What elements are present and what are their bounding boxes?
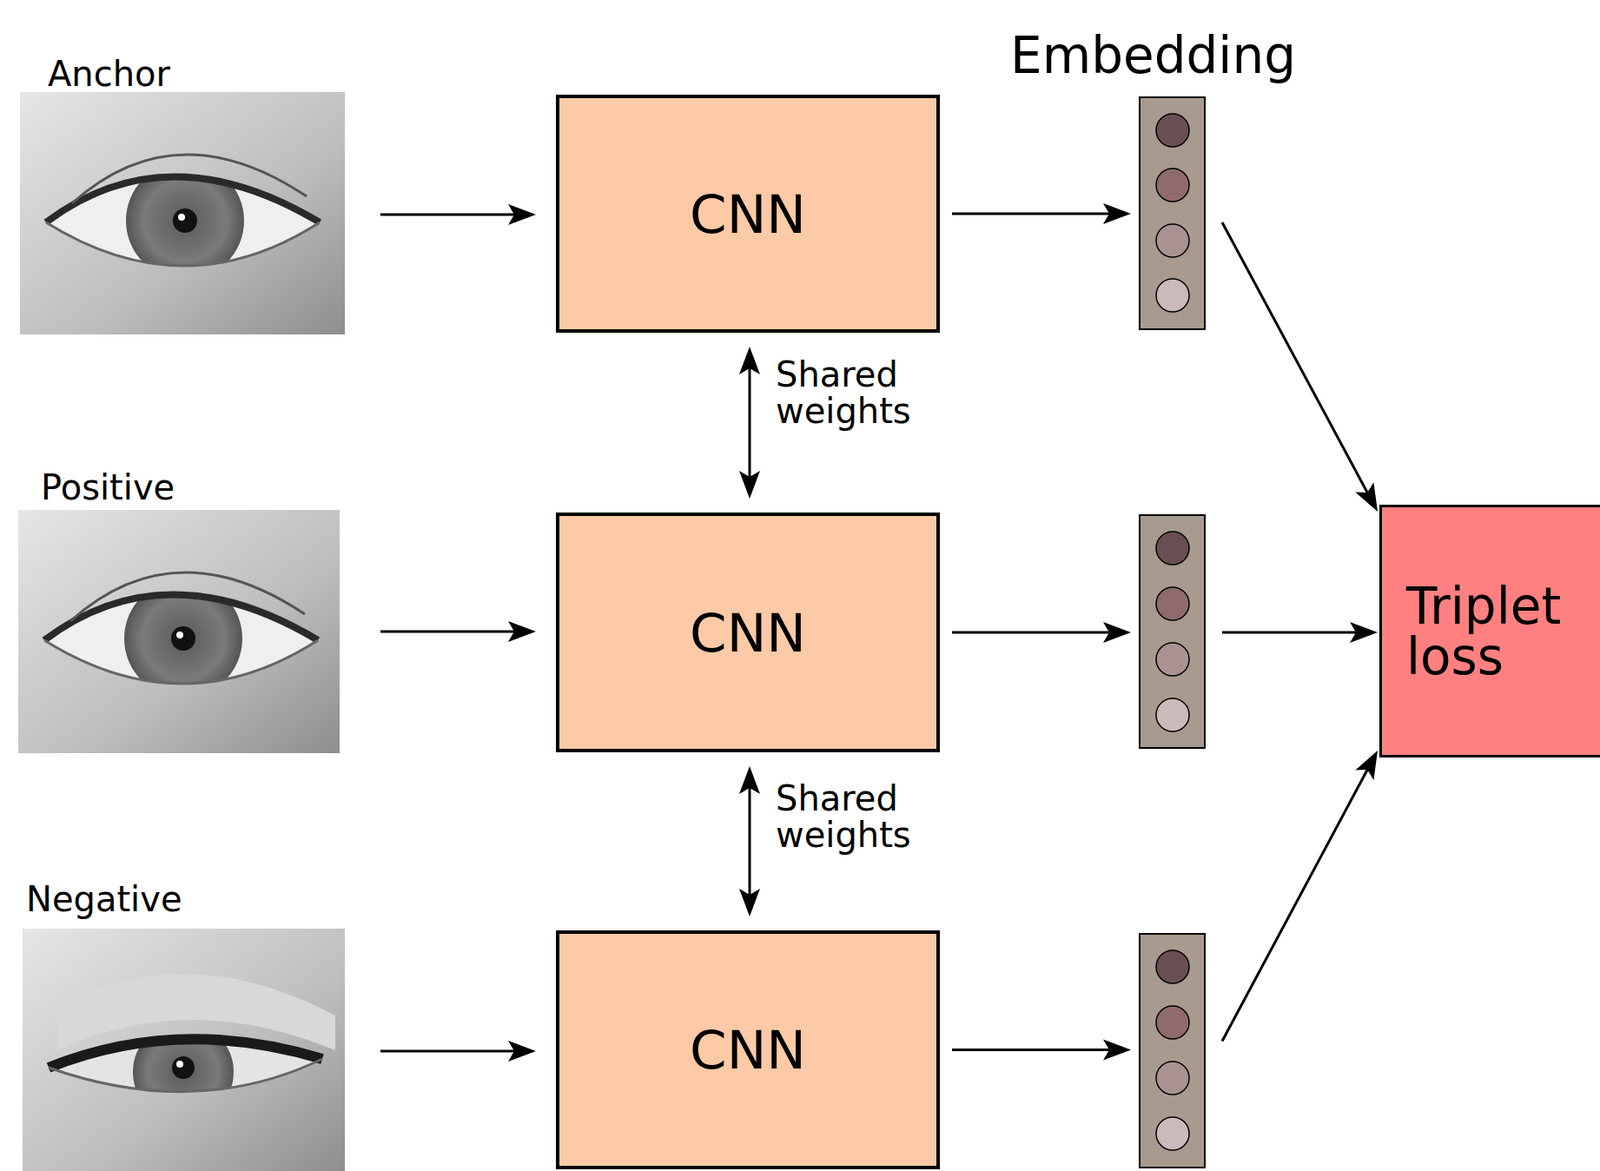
positive-eye-image: [18, 509, 340, 754]
negative-eye-image: [22, 928, 345, 1171]
connector-line: [1222, 631, 1356, 635]
vector-cell: [1156, 642, 1190, 676]
node-text: Triplet loss: [1406, 581, 1594, 682]
upper-lid: [48, 1038, 323, 1068]
vector-cell: [1156, 1061, 1190, 1095]
vector-cell: [1156, 698, 1190, 732]
arrowhead: [508, 621, 536, 642]
upper-lid: [46, 177, 320, 224]
crease: [70, 572, 305, 622]
upper-lid: [44, 595, 318, 642]
arrowhead: [739, 888, 761, 917]
node-text: CNN: [689, 187, 807, 241]
connector-line: [748, 787, 752, 895]
vector-cell: [1156, 1005, 1190, 1039]
pupil: [172, 208, 198, 233]
arrowhead: [1355, 482, 1378, 512]
vector-cell: [1156, 278, 1190, 312]
connector: [739, 766, 761, 917]
photo-ground: [19, 92, 345, 335]
photo-ground: [18, 509, 340, 754]
vector-cell: [1156, 113, 1190, 147]
input-arrow: [380, 630, 515, 634]
loss-box: Triplet loss: [1379, 504, 1600, 758]
edge-label: Shared weights: [775, 356, 950, 430]
vector-cell: [1156, 1117, 1190, 1151]
node-text: CNN: [689, 1023, 807, 1077]
connector-line: [1222, 222, 1368, 493]
input-label: Negative: [26, 879, 183, 920]
arrowhead: [1355, 750, 1378, 781]
embedding-vector: [1139, 933, 1205, 1168]
embedding-vector: [1139, 97, 1205, 330]
input-label: Positive: [40, 467, 175, 508]
input-arrows: [380, 204, 536, 1062]
arrowhead: [739, 346, 761, 375]
photo-ground: [22, 928, 345, 1171]
cnn-box: CNN: [555, 94, 940, 333]
highlight: [176, 1060, 184, 1068]
vector-cell: [1156, 950, 1190, 984]
connector-line: [952, 212, 1110, 216]
crease: [72, 154, 307, 204]
vector-frame: [1139, 933, 1205, 1168]
arrowhead: [508, 1040, 536, 1062]
arrowhead: [508, 204, 536, 225]
vector-cell: [1156, 224, 1190, 258]
embedding-label: Embedding: [1010, 26, 1296, 86]
vector-frame: [1139, 97, 1205, 330]
arrowhead: [1103, 621, 1131, 643]
arrowhead: [1103, 1039, 1131, 1061]
cnn-box: CNN: [555, 930, 940, 1170]
edge-label: Shared weights: [775, 780, 950, 853]
arrowhead: [1103, 203, 1131, 225]
highlight: [178, 213, 186, 221]
input-arrow: [380, 1050, 515, 1053]
connector: [952, 203, 1378, 512]
connector-line: [952, 631, 1110, 635]
input-arrow: [380, 213, 515, 217]
vector-cell: [1156, 531, 1190, 565]
connector: [952, 750, 1378, 1061]
pupil: [171, 1056, 195, 1079]
lower-lid: [48, 1058, 323, 1092]
anchor-eye-image: [19, 92, 345, 335]
connector: [952, 621, 1378, 643]
embedding-vector: [1139, 515, 1205, 748]
input-label: Anchor: [47, 53, 171, 94]
connector-line: [748, 368, 752, 477]
pupil: [171, 626, 196, 651]
connector-line: [1222, 769, 1368, 1041]
vector-frame: [1139, 515, 1205, 748]
arrowhead: [739, 470, 761, 499]
lower-lid: [46, 222, 320, 266]
node-text: CNN: [689, 606, 807, 660]
vector-cell: [1156, 168, 1190, 202]
cnn-box: CNN: [555, 512, 940, 753]
lower-lid: [44, 640, 318, 684]
highlight: [176, 631, 184, 639]
connector-line: [952, 1048, 1110, 1052]
vector-cell: [1156, 587, 1190, 621]
connector: [739, 346, 761, 499]
arrowhead: [739, 766, 761, 794]
arrowhead: [1349, 621, 1378, 643]
